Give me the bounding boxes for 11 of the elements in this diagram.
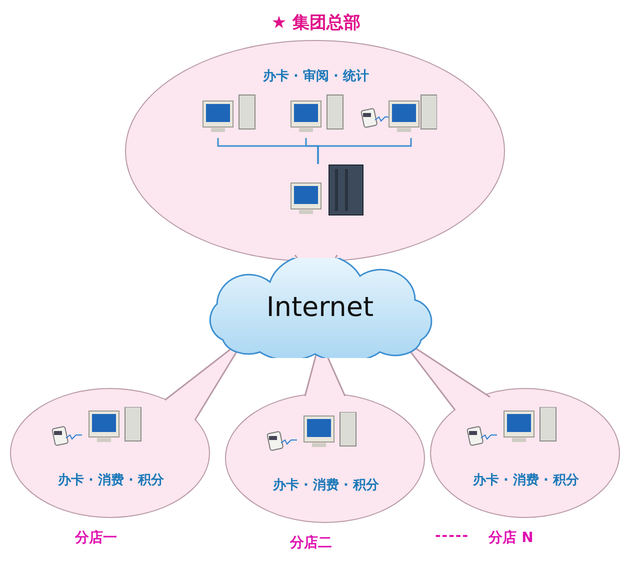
node-label: 办卡 · 审阅 · 统计 — [263, 68, 369, 85]
cloud-label: Internet — [266, 292, 374, 323]
branch-label: 分店 N — [488, 529, 534, 547]
node-label: 办卡 · 消费 · 积分 — [273, 477, 379, 494]
node-label: 办卡 · 消费 · 积分 — [473, 472, 579, 489]
node-label: 办卡 · 消费 · 积分 — [58, 472, 164, 489]
heading: ★ 集团总部 — [271, 12, 361, 34]
branch-label: 分店二 — [290, 534, 332, 552]
branch-label: 分店一 — [75, 529, 117, 547]
ellipsis-dashes: ----- — [434, 528, 470, 544]
network-line — [317, 138, 412, 164]
